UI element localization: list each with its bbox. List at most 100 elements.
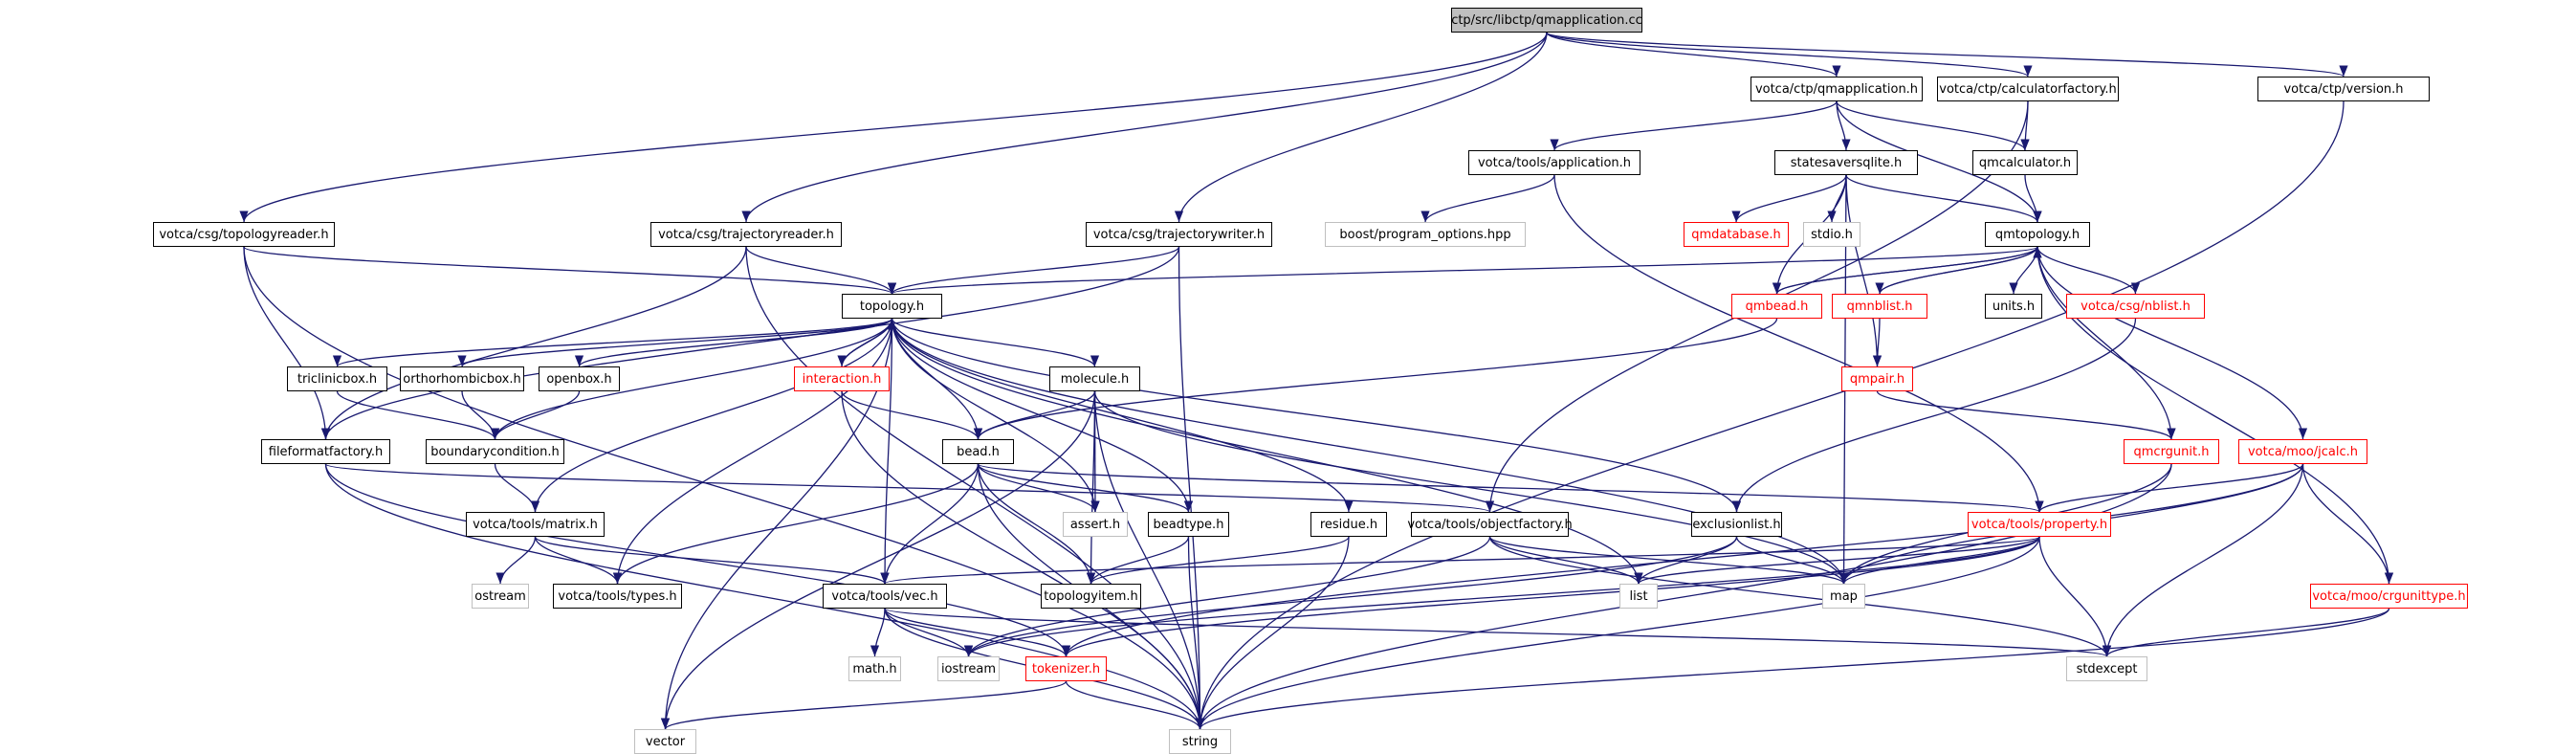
node-topreader-h[interactable]: votca/csg/topologyreader.h: [153, 222, 335, 247]
edge-crgunittype_h-to-stdexcept: [2102, 608, 2390, 657]
node-crgunittype-h[interactable]: votca/moo/crgunittype.h: [2310, 584, 2468, 609]
edge-topology_h-to-ortho_h: [457, 318, 893, 367]
edge-tools_app_h-to-property_h: [1553, 174, 2044, 513]
node-qmtopo-h[interactable]: qmtopology.h: [1985, 222, 2090, 247]
node-label: boost/program_options.hpp: [1339, 227, 1511, 242]
edge-objfac_h-to-iostream: [963, 536, 1491, 657]
edge-topology_h-to-assert_h: [891, 318, 1100, 513]
edge-qmcrgunit_h-to-string: [1195, 463, 2172, 730]
node-stdexcept: stdexcept: [2066, 656, 2147, 681]
edge-molecule_h-to-bead_h: [973, 390, 1096, 440]
edge-vec_h-to-math_h: [870, 608, 886, 657]
node-label: string: [1181, 734, 1219, 749]
node-property-h[interactable]: votca/tools/property.h: [1968, 512, 2111, 537]
node-label: qmnblist.h: [1846, 299, 1913, 314]
edge-topreader_h-to-topology_h: [243, 246, 896, 295]
node-version-h[interactable]: votca/ctp/version.h: [2257, 77, 2430, 101]
node-calcfac-h[interactable]: votca/ctp/calculatorfactory.h: [1937, 77, 2119, 101]
edge-bead_h-to-assert_h: [977, 463, 1100, 513]
node-vec-h[interactable]: votca/tools/vec.h: [823, 584, 947, 609]
node-assert-h: assert.h: [1063, 512, 1128, 537]
node-qmcalc-h[interactable]: qmcalculator.h: [1972, 150, 2078, 175]
edge-root-to-trajwriter_h: [1174, 32, 1548, 223]
node-units-h[interactable]: units.h: [1985, 294, 2042, 319]
node-topology-h[interactable]: topology.h: [842, 294, 942, 319]
node-label: votca/tools/matrix.h: [473, 517, 598, 532]
node-qmbead-h[interactable]: qmbead.h: [1731, 294, 1822, 319]
node-tools-app-h[interactable]: votca/tools/application.h: [1468, 150, 1640, 175]
node-qmpair-h[interactable]: qmpair.h: [1841, 366, 1913, 391]
edge-qmcalc_h-to-qmtopo_h: [2024, 174, 2042, 223]
node-interaction-h[interactable]: interaction.h: [794, 366, 890, 391]
node-beadtype-h[interactable]: beadtype.h: [1148, 512, 1229, 537]
node-label: votca/tools/types.h: [558, 588, 677, 604]
node-label: votca/moo/jcalc.h: [2247, 444, 2359, 459]
edge-version_h-to-string: [1195, 100, 2345, 730]
edge-qmapp_h-to-tools_app_h: [1550, 100, 1838, 151]
node-label: units.h: [1992, 299, 2036, 314]
node-exclist-h[interactable]: exclusionlist.h: [1691, 512, 1782, 537]
node-root[interactable]: ctp/src/libctp/qmapplication.cc: [1451, 8, 1642, 33]
node-label: iostream: [940, 661, 997, 676]
node-qmapp-h[interactable]: votca/ctp/qmapplication.h: [1750, 77, 1923, 101]
edge-root-to-version_h: [1546, 32, 2348, 78]
node-trajreader-h[interactable]: votca/csg/trajectoryreader.h: [650, 222, 842, 247]
edge-trajreader_h-to-topology_h: [745, 246, 897, 295]
edge-fileformat_h-to-tokenizer_h: [324, 463, 1071, 657]
node-topitem-h[interactable]: topologyitem.h: [1041, 584, 1141, 609]
edge-statesaver_h-to-qmtopo_h: [1845, 174, 2042, 223]
edge-topology_h-to-molecule_h: [891, 318, 1100, 367]
node-qmnblist-h[interactable]: qmnblist.h: [1832, 294, 1927, 319]
node-types-h[interactable]: votca/tools/types.h: [553, 584, 682, 609]
node-openbox-h[interactable]: openbox.h: [539, 366, 620, 391]
node-statesaver-h[interactable]: statesaversqlite.h: [1774, 150, 1918, 175]
node-qmdb-h[interactable]: qmdatabase.h: [1684, 222, 1789, 247]
node-objfac-h[interactable]: votca/tools/objectfactory.h: [1407, 512, 1573, 537]
node-label: votca/csg/trajectorywriter.h: [1092, 227, 1266, 242]
edge-tokenizer_h-to-string: [1065, 680, 1205, 730]
node-fileformat-h[interactable]: fileformatfactory.h: [261, 439, 390, 464]
edge-tools_app_h-to-boost_po: [1420, 174, 1555, 223]
node-label: molecule.h: [1060, 371, 1130, 387]
node-label: stdio.h: [1811, 227, 1853, 242]
node-bc-h[interactable]: boundarycondition.h: [426, 439, 564, 464]
node-label: votca/tools/vec.h: [831, 588, 938, 604]
edge-topology_h-to-exclist_h: [891, 318, 1742, 513]
edge-tokenizer_h-to-vector: [661, 680, 1068, 730]
node-csgnblist-h[interactable]: votca/csg/nblist.h: [2066, 294, 2205, 319]
edge-topology_h-to-vec_h: [880, 318, 893, 585]
node-residue-h[interactable]: residue.h: [1310, 512, 1387, 537]
node-label: map: [1830, 588, 1858, 604]
node-label: ctp/src/libctp/qmapplication.cc: [1451, 12, 1642, 28]
edge-property_h-to-string: [1195, 536, 2040, 730]
edge-residue_h-to-string: [1195, 536, 1350, 730]
node-trajwriter-h[interactable]: votca/csg/trajectorywriter.h: [1086, 222, 1272, 247]
node-qmcrgunit-h[interactable]: qmcrgunit.h: [2124, 439, 2219, 464]
node-matrix-h[interactable]: votca/tools/matrix.h: [466, 512, 605, 537]
node-label: votca/csg/nblist.h: [2081, 299, 2191, 314]
node-label: triclinicbox.h: [297, 371, 378, 387]
edge-topology_h-to-list: [891, 318, 1643, 585]
node-jcalc-h[interactable]: votca/moo/jcalc.h: [2238, 439, 2367, 464]
node-bead-h[interactable]: bead.h: [942, 439, 1014, 464]
edge-triclinic_h-to-bc_h: [336, 390, 500, 440]
edge-qmtopo_h-to-topology_h: [888, 246, 2038, 295]
node-label: exclusionlist.h: [1692, 517, 1781, 532]
node-string: string: [1169, 729, 1231, 754]
edge-topology_h-to-map: [891, 318, 1849, 585]
edge-topology_h-to-beadtype_h: [891, 318, 1194, 513]
node-boost-po: boost/program_options.hpp: [1325, 222, 1526, 247]
node-label: assert.h: [1069, 517, 1121, 532]
edge-trajreader_h-to-string: [745, 246, 1205, 730]
node-ortho-h[interactable]: orthorhombicbox.h: [400, 366, 524, 391]
node-label: vector: [645, 734, 686, 749]
node-tokenizer-h[interactable]: tokenizer.h: [1025, 656, 1107, 681]
edge-qmtopo_h-to-csgnblist_h: [2037, 246, 2141, 295]
edge-bead_h-to-topitem_h: [977, 463, 1096, 585]
edge-property_h-to-vec_h: [881, 536, 2040, 585]
edge-qmtopo_h-to-qmcrgunit_h: [2037, 246, 2176, 440]
edge-crgunittype_h-to-string: [1196, 608, 2390, 730]
edge-interaction_h-to-bead_h: [841, 390, 983, 440]
node-molecule-h[interactable]: molecule.h: [1049, 366, 1140, 391]
node-triclinic-h[interactable]: triclinicbox.h: [287, 366, 387, 391]
